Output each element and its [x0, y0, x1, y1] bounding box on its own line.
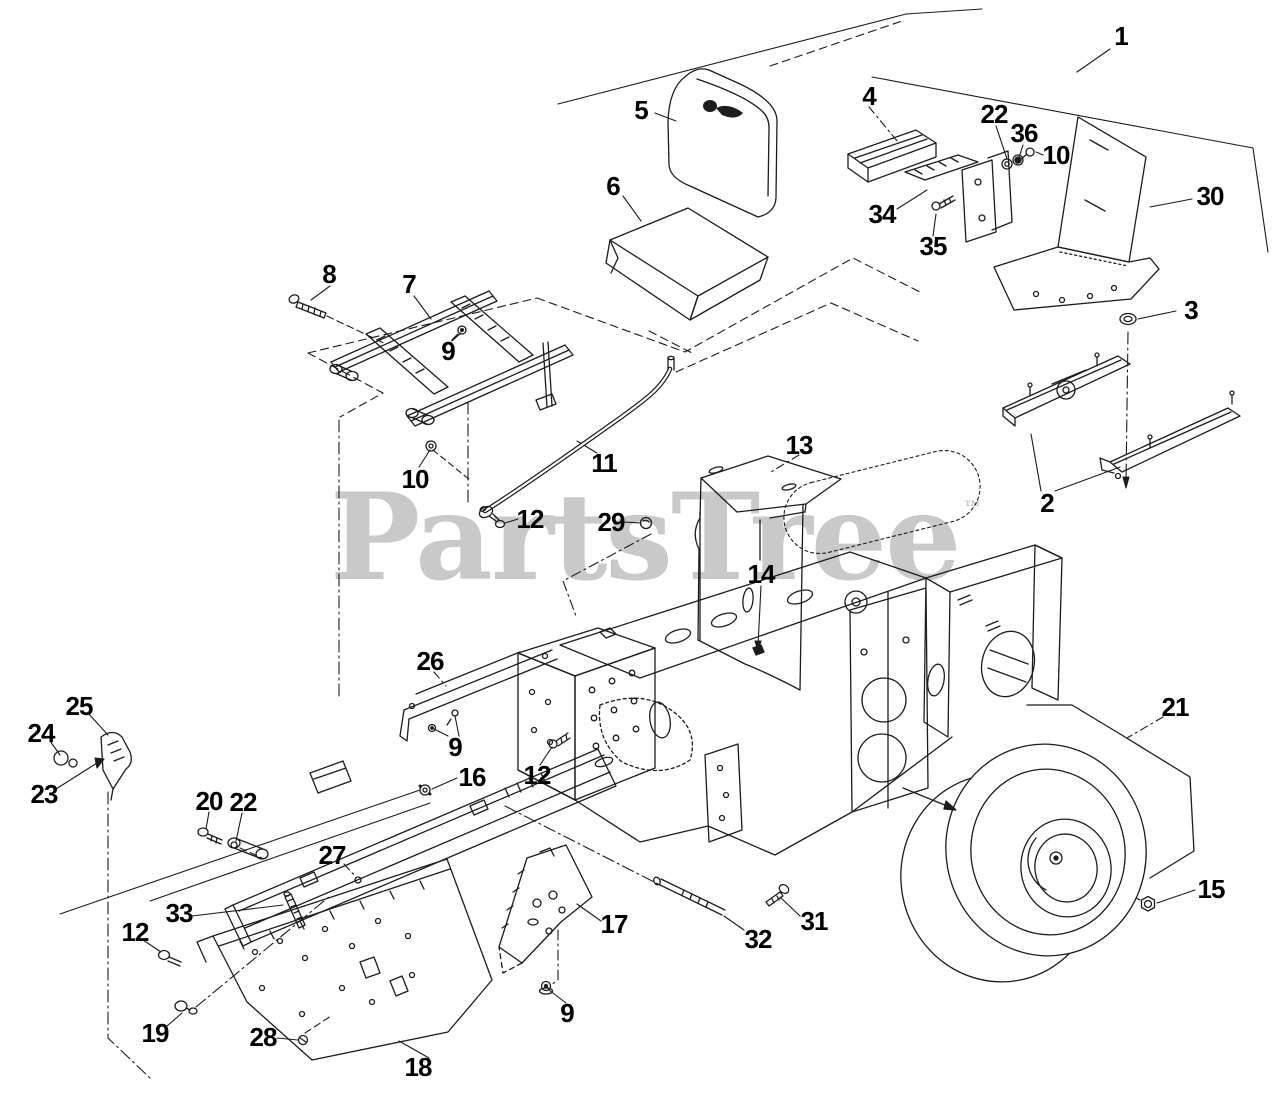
- callout-19: 19: [141, 1018, 170, 1048]
- callout-12: 12: [516, 504, 545, 534]
- callout-23: 23: [30, 779, 59, 809]
- callout-12: 12: [121, 917, 150, 947]
- callout-6: 6: [606, 171, 621, 201]
- part-9-screw-bottom: [538, 980, 554, 995]
- callout-2: 2: [1040, 488, 1055, 518]
- main-frame: [517, 511, 1063, 856]
- callout-29: 29: [597, 507, 626, 537]
- part-27-cross-channel: [224, 748, 617, 947]
- callout-13: 13: [785, 430, 814, 460]
- callout-26: 26: [416, 646, 445, 676]
- part-33-pin: [283, 891, 306, 929]
- callout-33: 33: [165, 898, 194, 928]
- callout-7: 7: [402, 269, 417, 299]
- callout-22: 22: [229, 787, 258, 817]
- callout-16: 16: [458, 762, 487, 792]
- callout-20: 20: [195, 786, 224, 816]
- callout-24: 24: [27, 718, 56, 748]
- bolt-35: [931, 201, 941, 211]
- part-3-grommet: [1119, 312, 1137, 326]
- part-18-front-plate: [196, 858, 493, 1061]
- watermark-text: PartsTree: [330, 467, 961, 608]
- washer-22: [1001, 158, 1013, 170]
- callout-4: 4: [862, 81, 877, 111]
- part-24-ring: [53, 750, 78, 768]
- part-14-nut: [752, 644, 765, 656]
- part-5-seat-back: [667, 68, 778, 218]
- part-15-lug-nut: [1140, 895, 1156, 912]
- seat-logo-icon: [703, 100, 743, 118]
- callout-9: 9: [448, 732, 463, 762]
- callout-21: 21: [1161, 692, 1190, 722]
- callout-15: 15: [1197, 874, 1226, 904]
- part-20-22-bolt: [197, 827, 238, 849]
- callout-9: 9: [560, 998, 575, 1028]
- callout-35: 35: [919, 231, 948, 261]
- callout-11: 11: [591, 448, 617, 478]
- part-8-bolt: [288, 294, 327, 319]
- part-26-bracket: [399, 649, 558, 742]
- callout-1: 1: [1114, 21, 1129, 51]
- callout-14: 14: [747, 559, 776, 589]
- part-4-pad: [847, 129, 937, 183]
- callout-36: 36: [1010, 118, 1039, 148]
- callout-5: 5: [634, 95, 649, 125]
- callout-10: 10: [401, 464, 430, 494]
- part-34-mount-plate-group: [904, 147, 1035, 243]
- part-6-seat-cushion: [605, 207, 769, 321]
- callout-28: 28: [249, 1022, 278, 1052]
- part-28-bolt: [297, 1034, 309, 1046]
- callout-12: 12: [523, 760, 552, 790]
- callout-32: 32: [744, 924, 773, 954]
- part-12-bolt-left: [157, 949, 182, 967]
- part-19-bolt: [174, 1000, 198, 1015]
- part-2-slide-rails: [1002, 352, 1241, 480]
- part-30-seat-plate: [993, 116, 1160, 311]
- callout-9: 9: [441, 336, 456, 366]
- part-12-bolt-mid: [548, 732, 571, 749]
- callout-30: 30: [1196, 181, 1225, 211]
- phantom-outlines: [59, 8, 1269, 1079]
- part-21-wheel: [900, 704, 1195, 983]
- callout-10: 10: [1042, 140, 1071, 170]
- washer-36: [1012, 154, 1024, 166]
- callout-8: 8: [322, 259, 337, 289]
- part-29-washer: [639, 516, 653, 530]
- part-32-bolt: [653, 876, 726, 916]
- part-12-bolt-rod: [488, 513, 506, 529]
- part-9-screws-mid: [427, 709, 459, 733]
- callout-25: 25: [65, 691, 94, 721]
- bolt-10: [1025, 147, 1035, 157]
- part-31-bolt: [765, 883, 790, 907]
- callout-27: 27: [318, 840, 347, 870]
- callout-17: 17: [600, 909, 629, 939]
- part-16-nut: [418, 784, 432, 796]
- callout-34: 34: [868, 199, 897, 229]
- part-7-seat-frame: [329, 290, 574, 427]
- callout-18: 18: [404, 1052, 433, 1082]
- part-9-screw-top: [451, 325, 467, 341]
- part-17-frame-foot: [498, 844, 593, 974]
- part-25-latch: [100, 731, 132, 801]
- callout-3: 3: [1184, 295, 1199, 325]
- callout-31: 31: [800, 906, 829, 936]
- callout-22: 22: [980, 99, 1009, 129]
- part-10-cap: [425, 440, 437, 452]
